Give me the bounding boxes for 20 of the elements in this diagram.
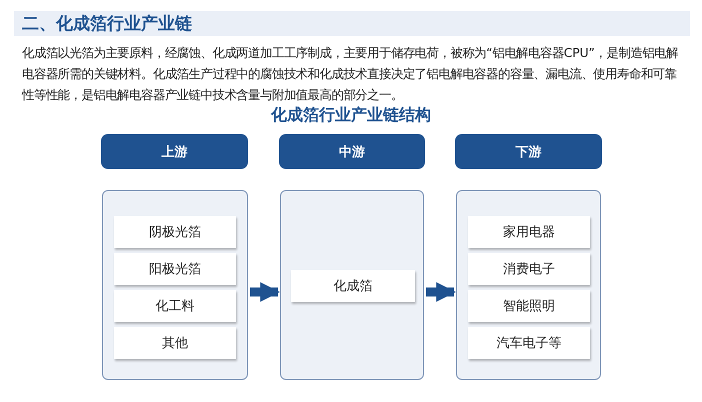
item-box: 智能照明: [468, 290, 590, 322]
arrow: [250, 282, 280, 302]
item-box: 化成箔: [291, 270, 415, 302]
item-box: 家用电器: [468, 216, 590, 248]
stage-header: 中游: [279, 134, 425, 169]
item-box: 阳极光箔: [114, 253, 236, 285]
arrow: [426, 282, 456, 302]
description-paragraph: 化成箔以光箔为主要原料，经腐蚀、化成两道加工工序制成，主要用于储存电荷，被称为“铝电解电容器CPU”，是制造铝电解电容器所需的关键材料。化成箔生产过程中的腐蚀技术和化成技术直接决定了铝电解电容器的容量、漏电流、使用寿命和可靠性等性能，是铝电解电容器产业链中技术含量与附加值最高的部分之一。: [22, 45, 680, 104]
stage-panel: [280, 190, 424, 380]
stage-panel: [456, 190, 601, 380]
diagram-heading: 化成箔行业产业链结构: [270, 105, 432, 126]
item-box: 化工料: [114, 290, 236, 322]
item-box: 其他: [114, 327, 236, 359]
stage-header: 下游: [455, 134, 602, 169]
page-title: 二、化成箔行业产业链: [22, 13, 192, 36]
item-box: 消费电子: [468, 253, 590, 285]
item-box: 阴极光箔: [114, 216, 236, 248]
stage-panel: [102, 190, 248, 380]
stage-header: 上游: [101, 134, 248, 169]
item-box: 汽车电子等: [468, 327, 590, 359]
